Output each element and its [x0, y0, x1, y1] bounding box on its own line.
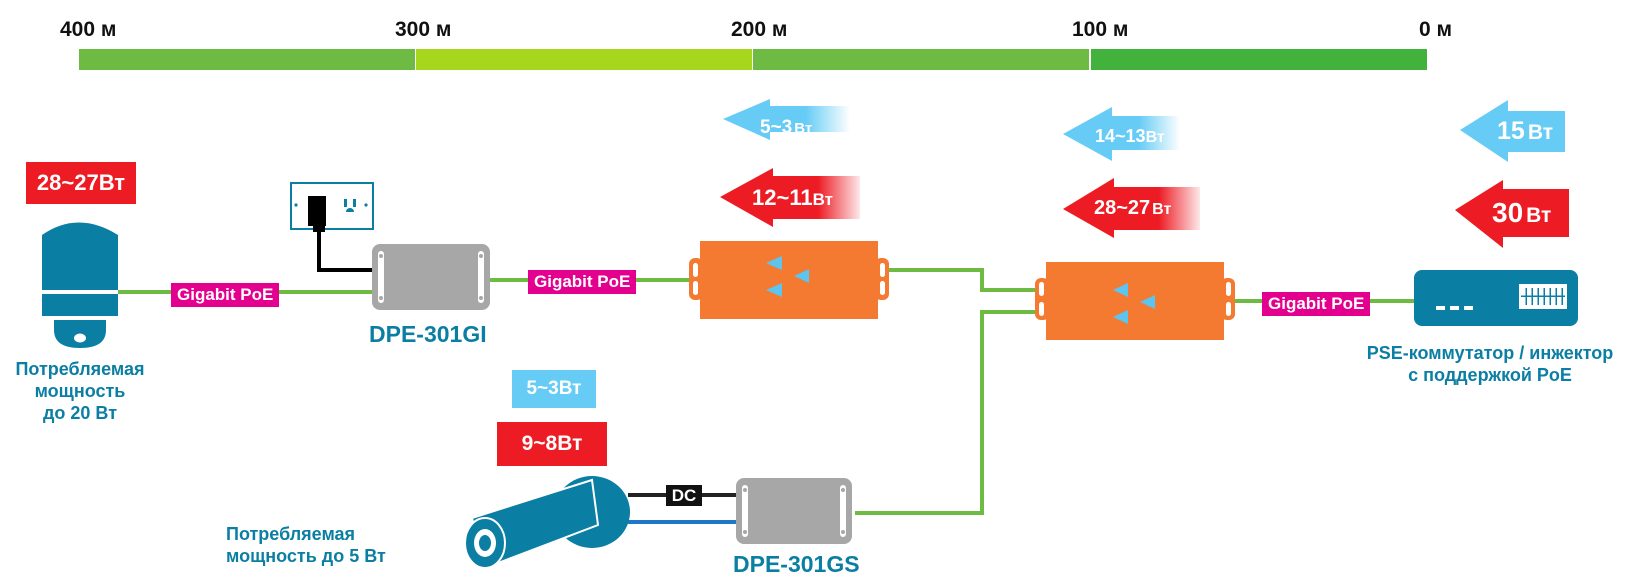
- bullet-camera-caption: Потребляемая мощность до 5 Вт: [226, 523, 436, 567]
- caption-line: мощность: [34, 381, 126, 401]
- bullet-camera-icon: [464, 476, 630, 570]
- scale-label-300: 300 м: [395, 18, 452, 41]
- bullet-camera-red-badge: 9~8Вт: [497, 422, 607, 466]
- poe-switch-icon: [1414, 270, 1578, 326]
- bullet-camera-blue-badge: 5~3Вт: [512, 370, 596, 408]
- switch-ports: [1521, 288, 1565, 305]
- dome-camera-icon: [42, 222, 118, 348]
- value: 12~11: [752, 185, 813, 210]
- arrow-extender2-blue-label: 14~13Вт: [1095, 126, 1165, 147]
- dpe-301gs-device-icon: [736, 478, 852, 544]
- arrow-extender1-blue: [723, 99, 850, 140]
- unit: Вт: [1152, 201, 1172, 218]
- value: 15: [1497, 117, 1525, 145]
- scale-label-400: 400 м: [60, 18, 117, 41]
- dpe-301gs-label: DPE-301GS: [733, 551, 860, 577]
- caption-line: мощность до 5 Вт: [226, 546, 386, 566]
- scale-segment-100-0: [1091, 49, 1427, 70]
- caption-line: PSE-коммутатор / инжектор: [1366, 343, 1614, 363]
- scale-segment-300-200: [416, 49, 752, 70]
- unit: Вт: [1145, 129, 1165, 146]
- power-outlet-icon: [290, 182, 374, 232]
- unit: Вт: [1527, 121, 1553, 144]
- cable-gs-to-extender2: [855, 310, 1040, 515]
- caption-line: до 20 Вт: [42, 403, 118, 423]
- arrow-extender2-red: [1063, 178, 1200, 238]
- arrow-switch-blue: [1460, 100, 1565, 162]
- value: 28~27: [1094, 197, 1151, 219]
- scale-label-200: 200 м: [731, 18, 788, 41]
- scale-label-100: 100 м: [1072, 18, 1129, 41]
- cable-extender1-to-extender2: [880, 268, 1040, 292]
- arrow-extender1-red: [720, 168, 860, 227]
- gigabit-poe-label-2: Gigabit PoE: [528, 270, 637, 294]
- scale-label-0: 0 м: [1419, 18, 1453, 41]
- arrow-switch-red: [1455, 180, 1569, 248]
- arrow-extender1-red-label: 12~11Вт: [752, 185, 833, 211]
- gigabit-poe-label-1: Gigabit PoE: [171, 283, 280, 307]
- dc-tag-bg: [666, 485, 702, 506]
- unit: Вт: [1526, 204, 1552, 227]
- extender-1-device-icon: [689, 241, 889, 319]
- unit: Вт: [812, 190, 833, 209]
- caption-line: Потребляемая: [226, 524, 356, 544]
- value: 14~13: [1095, 126, 1146, 146]
- switch-caption: PSE-коммутатор / инжектор с поддержкой P…: [1340, 342, 1640, 386]
- power-cable: [317, 230, 380, 272]
- value: 30: [1492, 197, 1524, 228]
- scale-segment-400-300: [79, 49, 415, 70]
- dome-camera-caption: Потребляемая мощность до 20 Вт: [0, 358, 160, 424]
- gigabit-poe-label-3: Gigabit PoE: [1262, 292, 1371, 316]
- dpe-301gi-label: DPE-301GI: [369, 321, 487, 347]
- value: 5~3: [760, 117, 793, 138]
- arrow-extender2-blue: [1063, 107, 1180, 161]
- unit: Вт: [794, 120, 813, 137]
- scale-segment-200-100: [753, 49, 1089, 70]
- dome-camera-power-badge: 28~27Вт: [26, 162, 136, 204]
- caption-line: Потребляемая: [15, 359, 145, 379]
- dpe-301gi-device-icon: [372, 244, 490, 310]
- dc-label: DC: [671, 486, 697, 505]
- extender-2-device-icon: [1035, 262, 1235, 340]
- caption-line: с поддержкой PoE: [1408, 365, 1572, 385]
